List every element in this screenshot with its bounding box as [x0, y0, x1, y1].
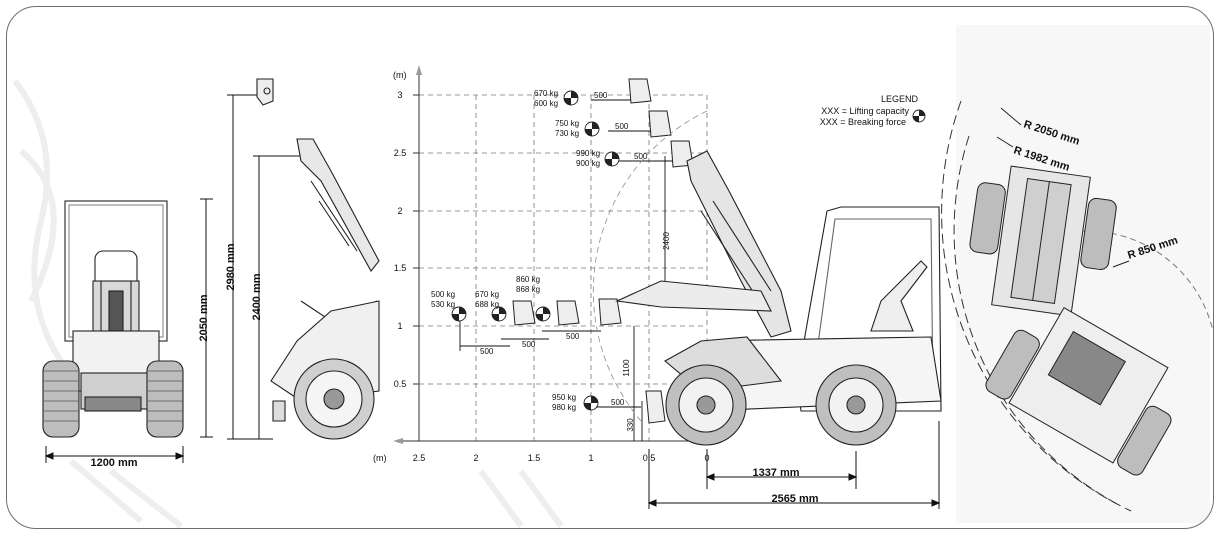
outer-radius-arc [941, 100, 1132, 512]
offset-value: 500 [522, 340, 536, 349]
lift-value: 670 kg [475, 290, 499, 299]
legend-lifting: XXX = Lifting capacity [821, 106, 909, 116]
diagram-frame: 1200 mm 2050 mm 2980 mm 2400 mm [6, 6, 1214, 529]
load-marker [584, 121, 600, 137]
x-tick: 1.5 [528, 453, 541, 463]
rear-wheel [815, 364, 897, 446]
x-tick: 1 [588, 453, 593, 463]
load-marker [535, 306, 551, 322]
front-height-dimension [200, 198, 213, 438]
x-tick: 2 [473, 453, 478, 463]
lift-value: 950 kg [552, 393, 576, 402]
lift-chart: (m) (m) 3 2.5 2 1.5 1 0.5 2.5 2 1.5 1 0.… [373, 65, 926, 463]
load-markers [451, 90, 620, 411]
offset-value: 500 [480, 347, 494, 356]
load-marker [604, 151, 620, 167]
lift-value: 750 kg [555, 119, 579, 128]
pin-height-label: 2400 mm [251, 273, 263, 320]
lift-boom [686, 150, 792, 338]
right-tyre [146, 360, 184, 438]
legend-marker-icon [912, 109, 926, 123]
offset-value: 500 [634, 152, 648, 161]
side-view-partial [256, 78, 380, 440]
y-tick: 1.5 [394, 263, 407, 273]
attachment-positions [512, 78, 694, 424]
x-tick-labels: 2.5 2 1.5 1 0.5 0 [413, 453, 710, 463]
break-value: 900 kg [576, 159, 600, 168]
y-tick: 0.5 [394, 379, 407, 389]
legend-breaking: XXX = Breaking force [820, 117, 906, 127]
machine-top-view [969, 165, 1172, 476]
break-value: 980 kg [552, 403, 576, 412]
break-value: 688 kg [475, 300, 499, 309]
chart-axes [393, 65, 713, 444]
load-marker [451, 306, 467, 322]
load-marker [563, 90, 579, 106]
front-width-dimension [44, 446, 185, 463]
height-1100: 1100 [622, 359, 631, 377]
watermark-pattern [12, 79, 564, 528]
lift-value: 670 kg [534, 89, 558, 98]
seat [870, 260, 928, 332]
lift-value: 990 kg [576, 149, 600, 158]
technical-drawing: 1200 mm 2050 mm 2980 mm 2400 mm [12, 25, 1213, 528]
y-unit-label: (m) [393, 70, 407, 80]
break-value: 730 kg [555, 129, 579, 138]
front-wheel [665, 364, 747, 446]
offset-labels: 500 500 500 500 500 500 500 [480, 91, 648, 407]
lift-value: 500 kg [431, 290, 455, 299]
wheelbase-label: 1337 mm [752, 467, 799, 479]
overall-length-label: 2565 mm [771, 493, 818, 505]
offset-value: 500 [594, 91, 608, 100]
machine-side-view [615, 150, 942, 446]
radius-arrows [996, 107, 1130, 268]
y-tick: 2.5 [394, 148, 407, 158]
lift-value: 860 kg [516, 275, 540, 284]
front-view [42, 200, 184, 438]
offset-value: 500 [566, 332, 580, 341]
load-marker [583, 395, 599, 411]
front-height-label: 2050 mm [198, 294, 210, 341]
height-dimensions [633, 156, 666, 441]
break-value: 868 kg [516, 285, 540, 294]
offset-value: 500 [611, 398, 625, 407]
turning-view: R 2050 mm R 1982 mm R 850 mm [941, 25, 1213, 523]
chart-grid [419, 94, 708, 441]
offset-value: 500 [615, 122, 629, 131]
x-tick: 2.5 [413, 453, 426, 463]
load-marker [491, 306, 507, 322]
left-tyre [42, 360, 80, 438]
height-2400: 2400 [662, 232, 671, 250]
x-unit-label: (m) [373, 453, 387, 463]
y-tick-labels: 3 2.5 2 1.5 1 0.5 [394, 90, 407, 389]
y-tick: 1 [397, 321, 402, 331]
length-dimensions [647, 421, 941, 509]
load-labels: 670 kg 600 kg 750 kg 730 kg 990 kg 900 k… [431, 89, 600, 412]
front-width-label: 1200 mm [90, 457, 137, 469]
height-330: 330 [626, 418, 635, 432]
offset-dimensions [459, 99, 673, 408]
y-tick: 2 [397, 206, 402, 216]
break-value: 600 kg [534, 99, 558, 108]
break-value: 530 kg [431, 300, 455, 309]
legend-title: LEGEND [881, 94, 919, 104]
max-height-label: 2980 mm [225, 243, 237, 290]
lift-arc [592, 110, 708, 422]
y-tick: 3 [397, 90, 402, 100]
